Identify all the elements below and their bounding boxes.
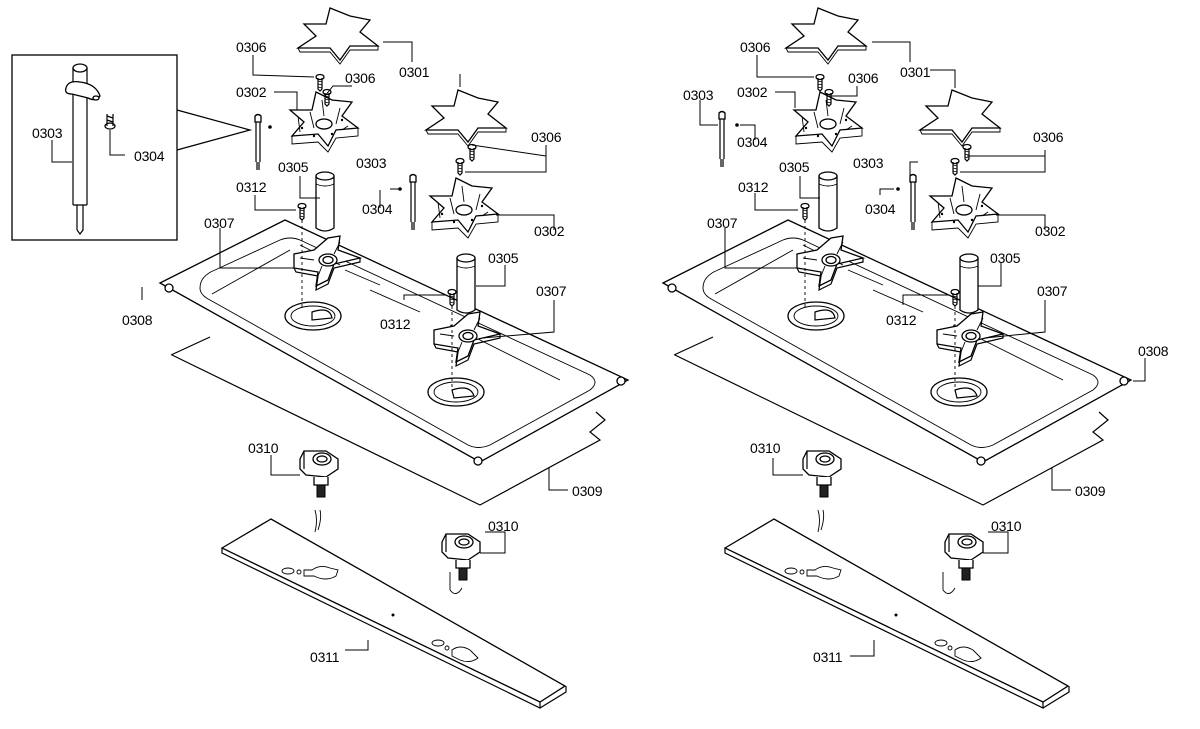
callout-0310: 0310 bbox=[248, 440, 279, 456]
electrode-0303 bbox=[718, 110, 726, 168]
callout-0312: 0312 bbox=[886, 312, 917, 328]
callout-0306: 0306 bbox=[1033, 129, 1064, 145]
thermocouple-0305 bbox=[818, 171, 838, 232]
gas-valve-0310 bbox=[802, 450, 842, 498]
callout-0311: 0311 bbox=[310, 649, 340, 665]
burner-crown-0302 bbox=[929, 177, 999, 239]
callout-0303: 0303 bbox=[683, 87, 714, 103]
screw-0312 bbox=[800, 202, 810, 221]
callout-0303: 0303 bbox=[853, 155, 884, 171]
callout-0312: 0312 bbox=[738, 179, 769, 195]
burner-cap-0301 bbox=[785, 7, 867, 65]
gas-valve-0310 bbox=[299, 450, 339, 498]
burner-cap-0301 bbox=[919, 89, 1001, 147]
callout-0310: 0310 bbox=[991, 518, 1022, 534]
burner-cap-0301 bbox=[297, 7, 379, 65]
burner-crown-0302 bbox=[429, 177, 499, 239]
inset-detail-box bbox=[11, 54, 253, 241]
callout-0308: 0308 bbox=[122, 312, 153, 328]
callout-0304: 0304 bbox=[362, 201, 393, 217]
callout-0305: 0305 bbox=[779, 159, 810, 175]
callout-0306: 0306 bbox=[345, 70, 376, 86]
callout-0310: 0310 bbox=[750, 440, 781, 456]
screw-0304 bbox=[268, 125, 272, 129]
callout-0306: 0306 bbox=[236, 39, 267, 55]
screw-0304 bbox=[896, 187, 900, 191]
callout-0307: 0307 bbox=[1037, 283, 1068, 299]
callout-0309: 0309 bbox=[572, 483, 603, 499]
callout-0306: 0306 bbox=[531, 129, 562, 145]
assembly-right: 0306 0301 0306 0303 0302 0304 0306 0305 … bbox=[661, 7, 1169, 709]
electrode-0303 bbox=[909, 173, 917, 231]
callout-0307: 0307 bbox=[204, 215, 235, 231]
screw-0304 bbox=[735, 123, 739, 127]
screw-0306 bbox=[962, 143, 972, 162]
callout-0305: 0305 bbox=[990, 250, 1021, 266]
electrode-0303 bbox=[254, 113, 262, 171]
callout-0302: 0302 bbox=[236, 84, 267, 100]
thermocouple-0305 bbox=[456, 253, 476, 314]
callout-0302: 0302 bbox=[1035, 223, 1066, 239]
screw-0306 bbox=[467, 143, 477, 162]
callout-0305: 0305 bbox=[278, 159, 309, 175]
screw-0312 bbox=[297, 202, 307, 221]
control-strip-0311 bbox=[220, 518, 567, 709]
hob-plate-0308 bbox=[661, 219, 1133, 466]
callout-0302: 0302 bbox=[737, 84, 768, 100]
callout-0307: 0307 bbox=[536, 283, 567, 299]
burner-cap-0301 bbox=[425, 89, 507, 147]
callout-0303: 0303 bbox=[32, 125, 63, 141]
screw-0306 bbox=[315, 73, 325, 92]
callout-0304: 0304 bbox=[865, 201, 896, 217]
callout-0308: 0308 bbox=[1138, 343, 1169, 359]
callout-0306: 0306 bbox=[740, 39, 771, 55]
electrode-0303 bbox=[409, 173, 417, 231]
assembly-left: 0306 0301 0306 0302 0303 0304 0306 0303 … bbox=[11, 7, 630, 709]
screw-0306 bbox=[950, 157, 960, 176]
callout-0301: 0301 bbox=[900, 64, 931, 80]
callout-0304: 0304 bbox=[737, 134, 768, 150]
burner-crown-0302 bbox=[793, 91, 863, 153]
callout-0301: 0301 bbox=[399, 64, 430, 80]
callout-0312: 0312 bbox=[380, 316, 411, 332]
screw-0306 bbox=[455, 157, 465, 176]
callout-0304: 0304 bbox=[134, 148, 165, 164]
callout-0311: 0311 bbox=[813, 649, 843, 665]
callout-0303: 0303 bbox=[356, 155, 387, 171]
callout-0312: 0312 bbox=[236, 179, 267, 195]
gasket-0309 bbox=[673, 336, 1109, 506]
callout-0302: 0302 bbox=[534, 223, 565, 239]
gas-valve-0310 bbox=[944, 533, 984, 581]
gas-valve-0310 bbox=[441, 533, 481, 581]
callout-0310: 0310 bbox=[488, 518, 519, 534]
callout-0306: 0306 bbox=[848, 70, 879, 86]
thermocouple-0305 bbox=[315, 171, 335, 232]
screw-0306 bbox=[815, 73, 825, 92]
burner-crown-0302 bbox=[289, 91, 359, 153]
thermocouple-0305 bbox=[959, 253, 979, 314]
callout-0309: 0309 bbox=[1075, 483, 1106, 499]
gasket-0309 bbox=[170, 336, 606, 506]
callout-0305: 0305 bbox=[488, 250, 519, 266]
control-strip-0311 bbox=[723, 518, 1070, 709]
hob-plate-0308 bbox=[158, 219, 630, 466]
callout-0307: 0307 bbox=[707, 215, 738, 231]
